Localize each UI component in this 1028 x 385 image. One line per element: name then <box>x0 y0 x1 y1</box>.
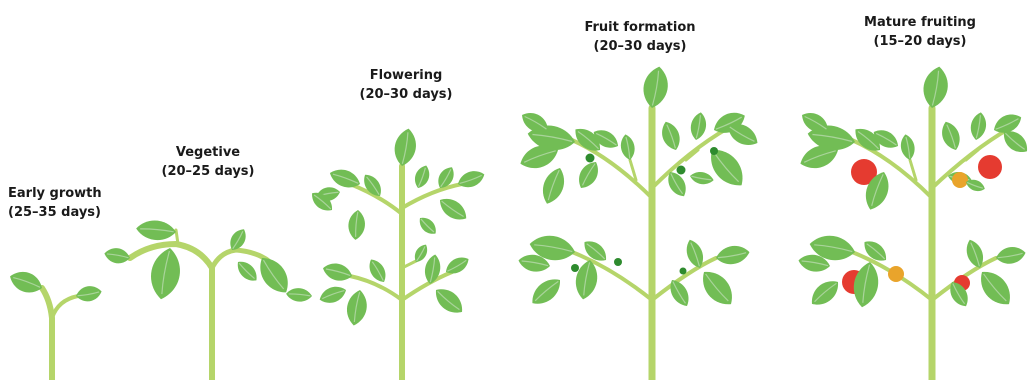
green-fruit <box>677 166 686 175</box>
green-fruit <box>614 258 622 266</box>
stage-name: Mature fruiting <box>864 13 976 32</box>
leaf <box>455 167 486 191</box>
stage-label-vegetive: Vegetive (20–25 days) <box>162 143 255 181</box>
leaf <box>640 65 671 111</box>
leaf <box>430 283 468 319</box>
stage-label-fruit-formation: Fruit formation (20–30 days) <box>584 18 695 56</box>
stage-name: Early growth <box>8 184 102 203</box>
stage-name: Flowering <box>360 66 453 85</box>
leaf <box>938 119 964 153</box>
leaf <box>347 209 366 240</box>
leaf <box>920 65 951 111</box>
leaf <box>574 158 603 192</box>
leaf <box>695 265 739 312</box>
leaf <box>392 127 419 168</box>
leaf <box>850 260 882 309</box>
leaf <box>703 142 751 193</box>
leaf <box>689 170 715 186</box>
stage-duration: (20–25 days) <box>162 162 255 181</box>
green-fruit <box>571 264 579 272</box>
leaf <box>689 111 709 141</box>
stage-duration: (20–30 days) <box>584 37 695 56</box>
leaf <box>995 245 1027 266</box>
leaf <box>147 246 184 302</box>
leaf <box>317 283 348 307</box>
leaf <box>806 275 844 311</box>
leaf <box>233 257 261 285</box>
stage-duration: (15–20 days) <box>864 32 976 51</box>
stage-duration: (20–30 days) <box>360 85 453 104</box>
green-fruit <box>586 154 595 163</box>
green-fruit <box>680 268 687 275</box>
leaf <box>75 284 103 303</box>
leaf <box>899 133 917 161</box>
leaf <box>344 288 369 327</box>
stage-label-flowering: Flowering (20–30 days) <box>360 66 453 104</box>
leaf <box>412 163 433 190</box>
leaf <box>435 193 471 225</box>
leaf <box>527 273 566 310</box>
stage-label-mature-fruiting: Mature fruiting (15–20 days) <box>864 13 976 51</box>
stem <box>42 288 52 380</box>
leaf <box>969 111 989 141</box>
leaf <box>103 246 131 265</box>
leaf <box>714 243 751 267</box>
leaf <box>973 265 1017 312</box>
orange-tomato <box>888 266 904 282</box>
green-fruit <box>710 147 718 155</box>
leaf <box>321 260 354 284</box>
leaf <box>286 287 313 303</box>
leaf <box>619 133 637 161</box>
leaf <box>7 267 46 297</box>
leaf <box>423 253 443 285</box>
stem <box>52 296 78 318</box>
leaf <box>658 119 684 153</box>
leaf <box>135 219 177 242</box>
leaf <box>538 165 569 207</box>
orange-tomato <box>952 172 968 188</box>
stage-label-early-growth: Early growth (25–35 days) <box>8 184 102 222</box>
stage-name: Fruit formation <box>584 18 695 37</box>
red-tomato <box>978 155 1002 179</box>
stem <box>176 230 178 244</box>
leaf <box>416 214 440 238</box>
stage-duration: (25–35 days) <box>8 203 102 222</box>
stage-name: Vegetive <box>162 143 255 162</box>
